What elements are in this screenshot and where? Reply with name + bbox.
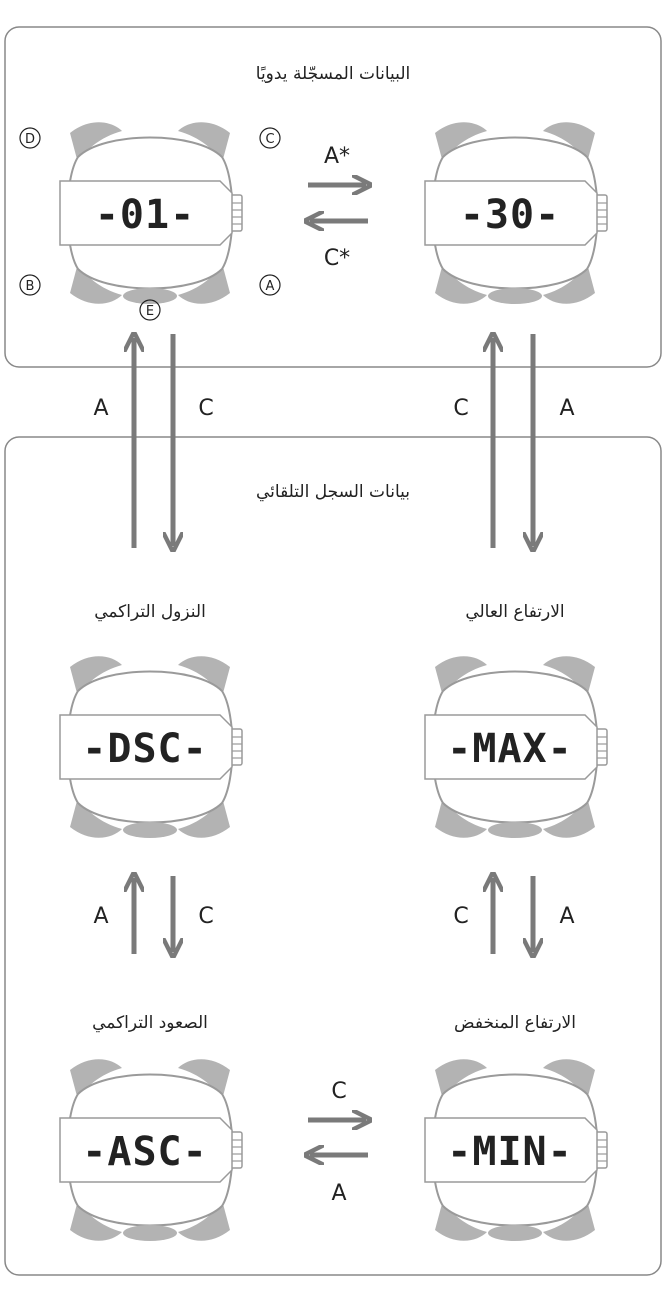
arrow-label-bottom-right: C <box>331 1079 346 1104</box>
auto-section-frame <box>4 436 662 1276</box>
manual-section-frame <box>4 26 662 368</box>
lcd-display: -01- <box>95 192 195 238</box>
arrow-label-bottom-left: A <box>331 1181 346 1206</box>
lcd-display: -MIN- <box>447 1129 572 1175</box>
watch-screen-01: -01- <box>59 121 243 305</box>
label-dsc: النزول التراكمي <box>94 602 206 622</box>
svg-text:B: B <box>26 279 35 294</box>
arrow-label-left-up: A <box>93 396 108 421</box>
arrow-label-top-left: C* <box>324 246 350 271</box>
button-callout-c: C <box>259 127 281 149</box>
svg-text:A: A <box>266 279 275 294</box>
arrow-label-mid-left-down: C <box>198 904 213 929</box>
lcd-display: -ASC- <box>82 1129 207 1175</box>
button-callout-d: D <box>19 127 41 149</box>
watch-screen-asc: -ASC- <box>59 1058 243 1242</box>
arrow-label-right-up: C <box>453 396 468 421</box>
label-max: الارتفاع العالي <box>465 602 564 622</box>
watch-screen-30: -30- <box>424 121 608 305</box>
watch-screen-max: -MAX- <box>424 655 608 839</box>
arrow-label-left-down: C <box>198 396 213 421</box>
lcd-display: -30- <box>460 192 560 238</box>
button-callout-b: B <box>19 274 41 296</box>
watch-screen-min: -MIN- <box>424 1058 608 1242</box>
lcd-display: -DSC- <box>82 726 207 772</box>
button-callout-e: E <box>139 299 161 321</box>
arrow-label-right-down: A <box>559 396 574 421</box>
svg-text:E: E <box>146 304 154 319</box>
watch-screen-dsc: -DSC- <box>59 655 243 839</box>
manual-section-title: البيانات المسجّلة يدويًا <box>256 64 410 84</box>
auto-section-title: بيانات السجل التلقائي <box>256 482 410 502</box>
label-asc: الصعود التراكمي <box>92 1013 208 1033</box>
svg-text:C: C <box>265 132 274 147</box>
arrow-label-top-right: A* <box>324 144 350 169</box>
button-callout-a: A <box>259 274 281 296</box>
arrow-label-mid-right-down: A <box>559 904 574 929</box>
svg-text:D: D <box>25 132 35 147</box>
arrow-label-mid-left-up: A <box>93 904 108 929</box>
arrow-label-mid-right-up: C <box>453 904 468 929</box>
lcd-display: -MAX- <box>447 726 572 772</box>
label-min: الارتفاع المنخفض <box>454 1013 576 1033</box>
